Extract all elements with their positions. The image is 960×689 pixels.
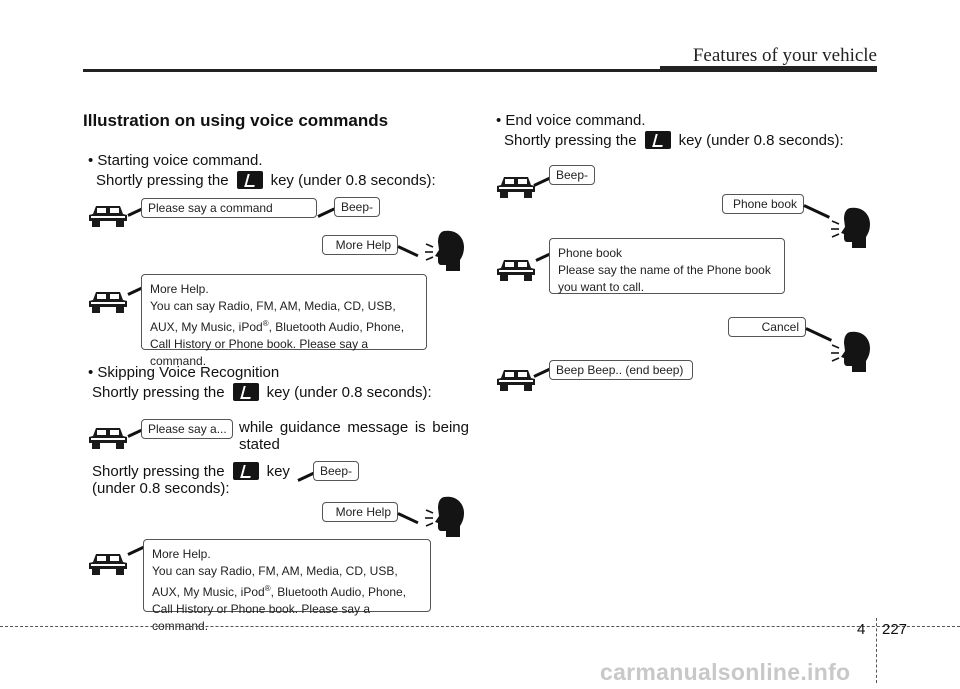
speaking-head-icon (830, 330, 874, 374)
skipping-instruction: Shortly pressing the key (under 0.8 seco… (92, 383, 432, 401)
talk-key-icon (232, 383, 259, 401)
starting-bullet: • Starting voice command. (88, 152, 263, 169)
speech-tail (317, 207, 335, 218)
car-icon (88, 424, 128, 450)
end-beep-bubble: Beep Beep.. (end beep) (549, 360, 693, 380)
user-command-bubble: More Help (322, 235, 398, 255)
car-icon (88, 202, 128, 228)
response-title: Phone book (558, 246, 623, 260)
help-text: You can say Radio, FM, AM, Media, CD, US… (150, 299, 405, 368)
ending-instruction: Shortly pressing the key (under 0.8 seco… (504, 131, 844, 149)
user-command-bubble: Phone book (722, 194, 804, 214)
system-prompt-bubble: Please say a command (141, 198, 317, 218)
car-icon (88, 288, 128, 314)
speech-tail (397, 512, 419, 525)
chapter-number: 4 (857, 621, 866, 638)
footer-rule (0, 626, 960, 627)
skipping-line-pre: Shortly pressing the (92, 383, 225, 401)
skipping-line-post: key (under 0.8 seconds): (266, 383, 432, 401)
talk-key-icon (236, 171, 263, 189)
page-number: 227 (882, 621, 908, 638)
speech-tail (397, 245, 419, 258)
starting-line-pre: Shortly pressing the (96, 171, 229, 189)
skipping-line2-pre: Shortly pressing the (92, 462, 225, 480)
speaking-head-icon (424, 495, 468, 539)
section-title: Illustration on using voice commands (83, 111, 389, 130)
help-response-bubble: More Help. You can say Radio, FM, AM, Me… (141, 274, 427, 368)
ending-line-post: key (under 0.8 seconds): (678, 131, 844, 149)
beep-bubble: Beep- (549, 165, 595, 185)
help-title: More Help. (152, 547, 211, 561)
speaking-head-icon (424, 229, 468, 273)
skip-note: while guidance message is being stated (239, 419, 469, 453)
skipping-bullet: • Skipping Voice Recognition (88, 364, 280, 381)
car-icon (496, 256, 536, 282)
footer-divider (876, 618, 877, 683)
system-prompt-bubble: Please say a... (141, 419, 233, 439)
beep-bubble: Beep- (334, 197, 380, 217)
skipping-instruction-2: Shortly pressing the key (92, 462, 290, 480)
header-rule (83, 69, 877, 72)
speech-tail (805, 327, 833, 342)
ending-line-pre: Shortly pressing the (504, 131, 637, 149)
response-text: Please say the name of the Phone book yo… (558, 263, 771, 294)
talk-key-icon (232, 462, 259, 480)
phonebook-response-bubble: Phone book Please say the name of the Ph… (549, 238, 785, 294)
user-command-bubble: More Help (322, 502, 398, 522)
page-header-title: Features of your vehicle (692, 45, 877, 66)
starting-line-post: key (under 0.8 seconds): (270, 171, 436, 189)
car-icon (496, 173, 536, 199)
speech-tail (803, 204, 831, 219)
skipping-line2-post: key (266, 462, 290, 480)
speaking-head-icon (830, 206, 874, 250)
beep-bubble: Beep- (313, 461, 359, 481)
talk-key-icon (644, 131, 671, 149)
skipping-line2-sub: (under 0.8 seconds): (92, 480, 230, 497)
help-text: You can say Radio, FM, AM, Media, CD, US… (152, 564, 407, 633)
help-title: More Help. (150, 282, 209, 296)
car-icon (496, 366, 536, 392)
car-icon (88, 550, 128, 576)
ending-bullet: • End voice command. (496, 112, 646, 129)
starting-instruction: Shortly pressing the key (under 0.8 seco… (96, 171, 436, 189)
watermark: carmanualsonline.info (600, 659, 851, 685)
help-response-bubble: More Help. You can say Radio, FM, AM, Me… (143, 539, 431, 633)
header-rule-accent (660, 66, 877, 72)
user-command-bubble: Cancel (728, 317, 806, 337)
